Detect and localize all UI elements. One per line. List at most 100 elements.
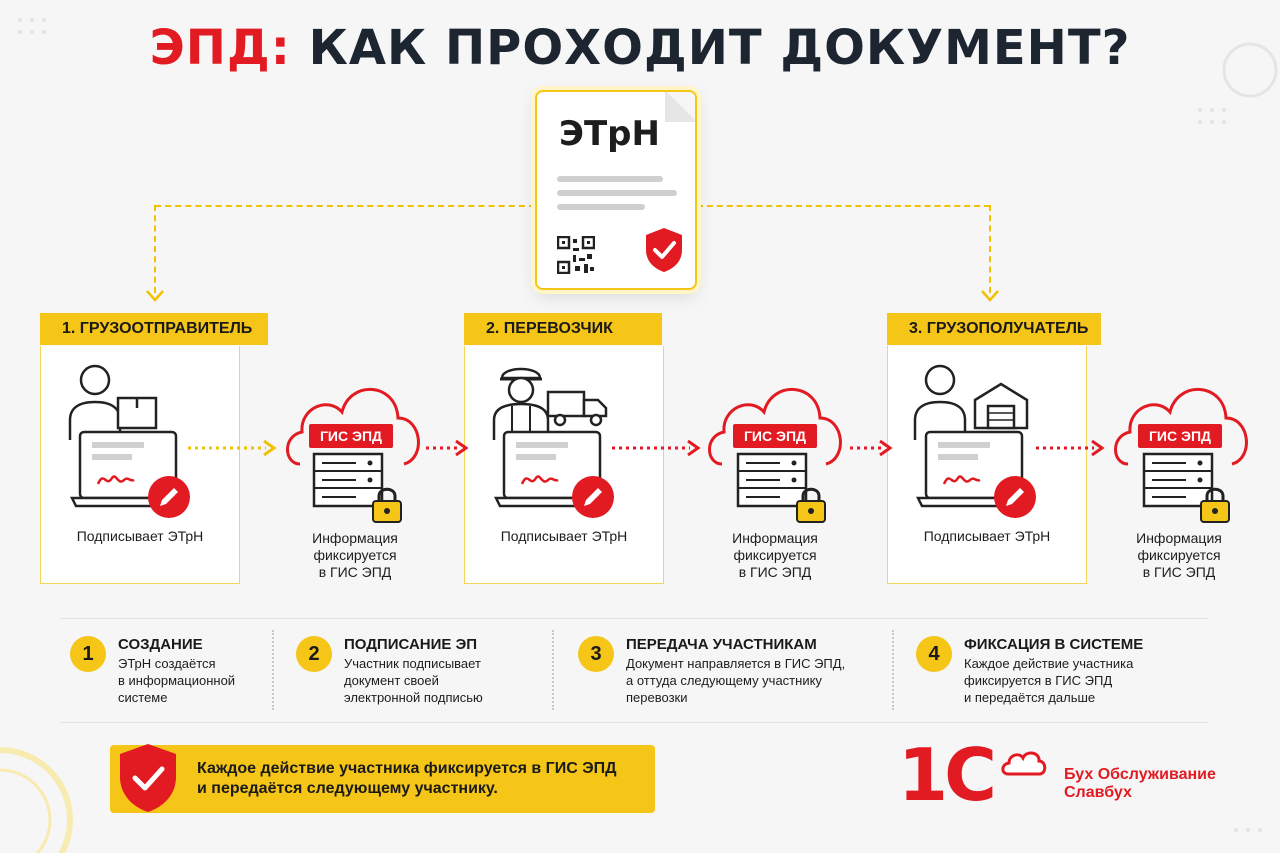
cloud-icon — [286, 387, 420, 466]
step-line: в информационной — [118, 673, 236, 688]
document-line — [557, 204, 645, 210]
gis-caption-line: в ГИС ЭПД — [1142, 564, 1216, 580]
step-line: фиксируется в ГИС ЭПД — [964, 673, 1113, 688]
step-text: Документ направляется в ГИС ЭПД, а оттуд… — [626, 655, 886, 706]
step-separator — [552, 630, 554, 710]
steps-divider-top — [60, 618, 1208, 619]
pen-icon — [148, 476, 190, 518]
step-line: системе — [118, 690, 168, 705]
gis-caption-line: Информация — [312, 530, 398, 546]
arrow-down-icon — [981, 290, 999, 302]
cloud-icon — [708, 387, 842, 466]
gis-caption: Информация фиксируется в ГИС ЭПД — [710, 530, 840, 581]
pen-icon — [572, 476, 614, 518]
shield-check-icon — [120, 744, 176, 812]
step-line: и передаётся дальше — [964, 690, 1096, 705]
arrow-right-icon — [1036, 440, 1105, 456]
brand-name: Бух Обслуживание Славбух — [1064, 766, 1216, 802]
document-line — [557, 176, 663, 182]
shield-check-icon — [646, 228, 682, 272]
person-icon — [913, 364, 967, 440]
brand-logo-text: 1С — [898, 733, 997, 817]
lock-icon — [796, 487, 826, 523]
document-fold — [665, 92, 695, 122]
banner-line: и передаётся следующему участнику. — [197, 780, 498, 797]
qr-code-icon — [557, 236, 595, 274]
title-main: КАК ПРОХОДИТ ДОКУМЕНТ? — [308, 20, 1131, 76]
pen-icon — [994, 476, 1036, 518]
gis-caption-line: фиксируется — [733, 547, 817, 563]
server-icon — [312, 452, 384, 508]
document-card: ЭТрН — [535, 90, 697, 290]
arrow-right-icon — [612, 440, 701, 456]
step-text: Каждое действие участника фиксируется в … — [964, 655, 1194, 706]
banner-line: Каждое действие участника фиксируется в … — [197, 760, 617, 777]
cloud-icon — [1114, 387, 1248, 466]
arrow-right-icon — [426, 440, 469, 456]
stage-caption-shipper: Подписывает ЭТрН — [76, 528, 204, 544]
box-icon — [116, 396, 158, 430]
stage-caption-carrier: Подписывает ЭТрН — [500, 528, 628, 544]
gis-caption-line: Информация — [1136, 530, 1222, 546]
gis-caption-line: в ГИС ЭПД — [738, 564, 812, 580]
arrow-down-icon — [146, 290, 164, 302]
step-separator — [892, 630, 894, 710]
gis-caption-line: фиксируется — [1137, 547, 1221, 563]
gis-badge: ГИС ЭПД — [1138, 424, 1222, 448]
step-text: ЭТрН создаётся в информационной системе — [118, 655, 268, 706]
brand-line: Славбух — [1064, 784, 1132, 801]
title-accent: ЭПД: — [149, 20, 291, 76]
brand-logo: 1С — [898, 738, 1058, 812]
arrow-right-icon — [188, 440, 277, 456]
page-title: ЭПД: КАК ПРОХОДИТ ДОКУМЕНТ? — [0, 16, 1280, 80]
step-line: перевозки — [626, 690, 688, 705]
step-line: Документ направляется в ГИС ЭПД, — [626, 656, 846, 671]
connector-left-down — [154, 205, 156, 293]
document-line — [557, 190, 677, 196]
gis-caption-line: Информация — [732, 530, 818, 546]
steps-divider-bottom — [60, 722, 1208, 723]
lock-icon — [1200, 487, 1230, 523]
arrow-right-icon — [850, 440, 893, 456]
step-title: ФИКСАЦИЯ В СИСТЕМЕ — [964, 636, 1144, 653]
step-line: Участник подписывает — [344, 656, 481, 671]
cloud-icon — [1001, 751, 1047, 776]
step-number: 1 — [70, 636, 106, 672]
step-line: ЭТрН создаётся — [118, 656, 216, 671]
warehouse-icon — [973, 382, 1029, 430]
connector-right — [697, 205, 990, 207]
person-icon — [68, 364, 122, 440]
step-title: ПОДПИСАНИЕ ЭП — [344, 636, 478, 653]
step-number: 2 — [296, 636, 332, 672]
step-line: Каждое действие участника — [964, 656, 1134, 671]
lock-icon — [372, 487, 402, 523]
gis-caption-line: фиксируется — [313, 547, 397, 563]
gis-badge: ГИС ЭПД — [309, 424, 393, 448]
info-banner — [110, 745, 655, 813]
step-line: документ своей — [344, 673, 439, 688]
step-title: СОЗДАНИЕ — [118, 636, 203, 653]
document-title: ЭТрН — [559, 114, 660, 154]
step-line: а оттуда следующему участнику — [626, 673, 822, 688]
truck-icon — [546, 390, 608, 427]
step-text: Участник подписывает документ своей элек… — [344, 655, 544, 706]
step-title: ПЕРЕДАЧА УЧАСТНИКАМ — [626, 636, 817, 653]
gis-caption-line: в ГИС ЭПД — [318, 564, 392, 580]
gis-badge: ГИС ЭПД — [733, 424, 817, 448]
banner-text: Каждое действие участника фиксируется в … — [197, 759, 617, 799]
gis-caption: Информация фиксируется в ГИС ЭПД — [290, 530, 420, 581]
step-number: 3 — [578, 636, 614, 672]
laptop-icon — [70, 430, 186, 508]
step-separator — [272, 630, 274, 710]
gis-caption: Информация фиксируется в ГИС ЭПД — [1114, 530, 1244, 581]
step-line: электронной подписью — [344, 690, 483, 705]
connector-right-down — [989, 205, 991, 293]
brand-line: Бух Обслуживание — [1064, 766, 1216, 783]
stage-label-shipper: 1. ГРУЗООТПРАВИТЕЛЬ — [40, 313, 268, 345]
stage-label-carrier: 2. ПЕРЕВОЗЧИК — [464, 313, 662, 345]
server-icon — [1142, 452, 1214, 508]
step-number: 4 — [916, 636, 952, 672]
stage-caption-consignee: Подписывает ЭТрН — [923, 528, 1051, 544]
connector-left — [155, 205, 535, 207]
